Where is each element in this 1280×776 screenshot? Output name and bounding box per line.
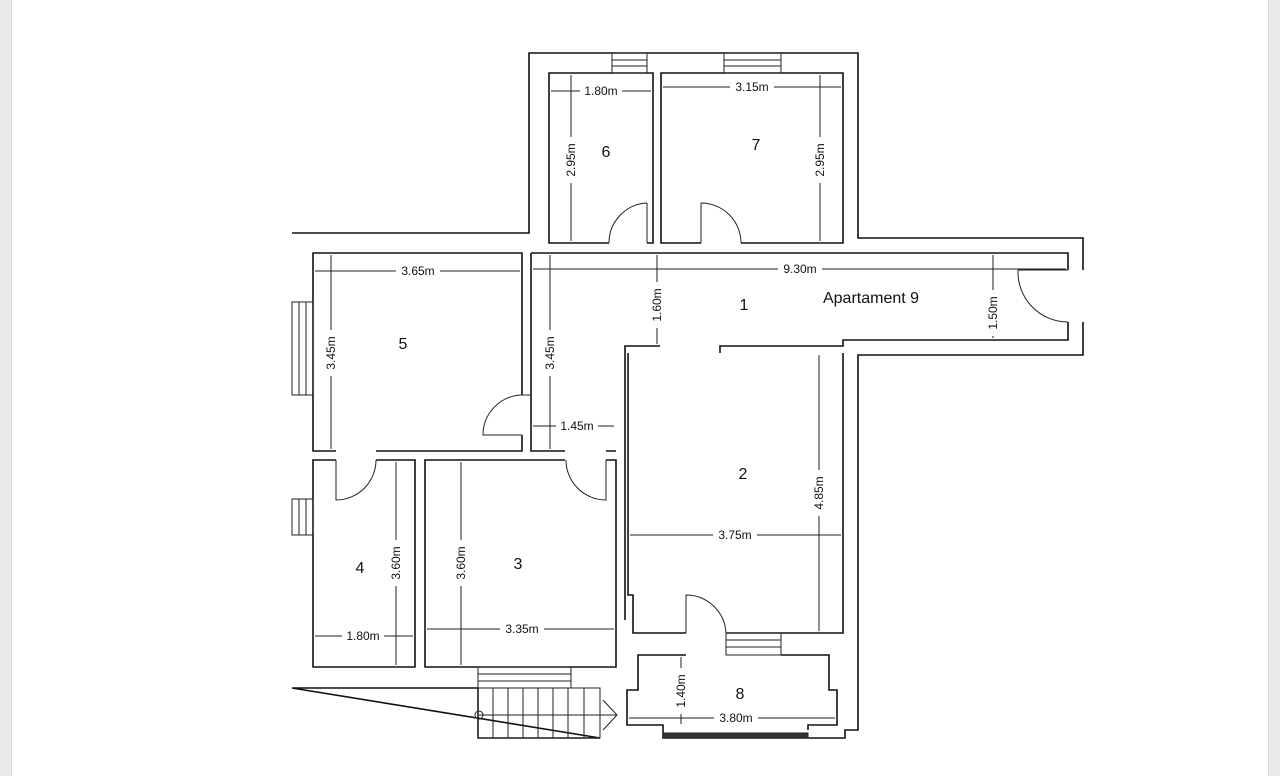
dim-hall-width: 1.45m	[560, 419, 593, 433]
dim-room7-height: 2.95m	[813, 143, 827, 176]
dim-room6-width: 1.80m	[584, 84, 617, 98]
room-label-2: 2	[739, 466, 748, 483]
dim-room3-width: 3.35m	[505, 622, 538, 636]
room-label-1: 1	[740, 297, 749, 314]
room-label-3: 3	[514, 556, 523, 573]
apartment-title: Apartament 9	[823, 290, 919, 307]
room-label-5: 5	[399, 336, 408, 353]
dim-room4-height: 3.60m	[389, 546, 403, 579]
dim-corridor-length: 9.30m	[783, 262, 816, 276]
room-label-6: 6	[602, 144, 611, 161]
dim-room2-height: 4.85m	[812, 476, 826, 509]
dim-room4-width: 1.80m	[346, 629, 379, 643]
dim-room8-height: 1.40m	[674, 674, 688, 707]
room-label-4: 4	[356, 560, 365, 577]
room-label-7: 7	[752, 137, 761, 154]
room-6-walls	[548, 72, 654, 244]
dim-room6-height: 2.95m	[564, 143, 578, 176]
room-5-walls	[312, 252, 523, 452]
dim-room7-width: 3.15m	[735, 80, 768, 94]
stairs	[474, 687, 618, 739]
dim-room5-width: 3.65m	[401, 264, 434, 278]
door-icon	[335, 202, 1069, 634]
dim-hall-height: 3.45m	[543, 336, 557, 369]
outer-wall	[291, 52, 1084, 739]
dim-room8-width: 3.80m	[719, 711, 752, 725]
dim-corridor-width: 1.60m	[650, 288, 664, 321]
page-edge-left	[0, 0, 12, 776]
corridor-walls	[530, 252, 1069, 620]
room-2-walls	[627, 353, 844, 634]
room-label-8: 8	[736, 686, 745, 703]
room-8-walls	[626, 654, 838, 730]
room-4-walls	[312, 459, 416, 668]
dim-entrance-width: 1.50m	[986, 296, 1000, 329]
dimension-lines	[315, 75, 1066, 724]
dim-room2-width: 3.75m	[718, 528, 751, 542]
dim-room5-height: 3.45m	[324, 336, 338, 369]
dim-room3-height: 3.60m	[454, 546, 468, 579]
page-edge-right	[1268, 0, 1280, 776]
